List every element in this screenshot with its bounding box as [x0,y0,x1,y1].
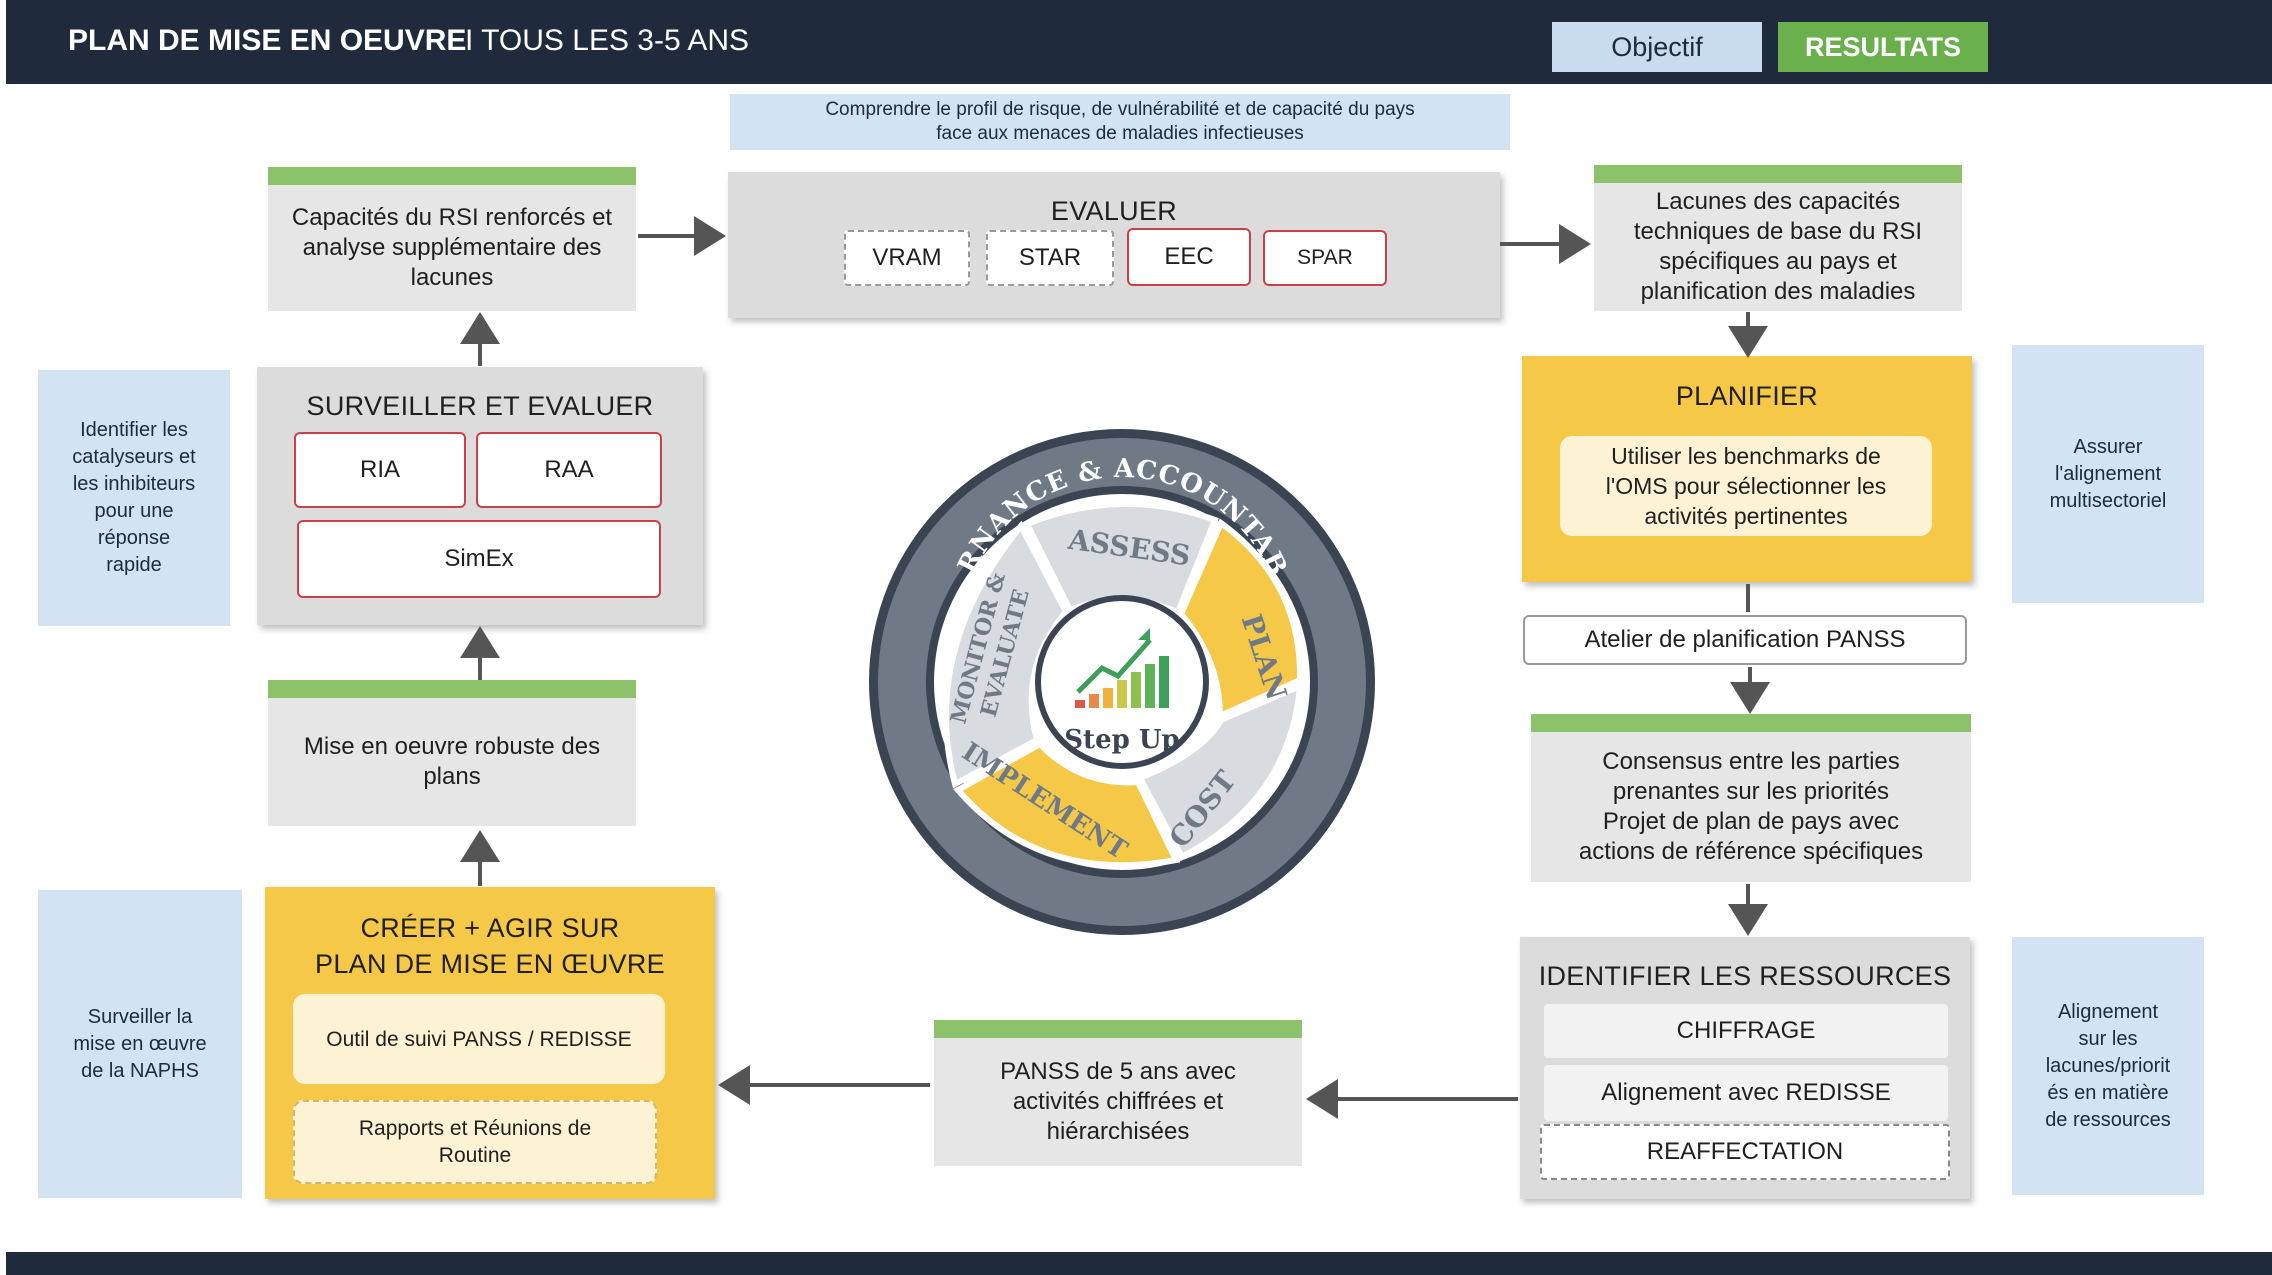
right-note-2-line-2: sur les [2078,1027,2138,1050]
creer-item-2-line-2: Routine [438,1144,512,1167]
panss-line-2: activités chiffrées et [1012,1088,1224,1115]
right-note-ressources: Alignement sur les lacunes/priorit és en… [2012,937,2204,1195]
banner-line-1: Comprendre le profil de risque, de vulné… [825,99,1415,120]
consensus-green-bar [1531,714,1971,732]
evaluer-title: EVALUER [1050,195,1178,226]
mise-en-oeuvre-green-bar [268,680,636,698]
right-note-1-line-3: multisectoriel [2049,489,2167,512]
flow-arrows [460,216,1770,1119]
capacites-box: Capacités du RSI renforcés et analyse su… [268,185,636,311]
planifier-line-3: activités pertinentes [1644,503,1848,529]
lacunes-line-3: spécifiques au pays et [1659,248,1897,275]
surveiller-title: SURVEILLER ET EVALUER [306,390,654,421]
tool-raa[interactable]: RAA [476,432,662,508]
left-note-2-line-2: mise en œuvre [73,1032,207,1055]
segment-cost [1135,681,1304,862]
consensus-line-2: prenantes sur les priorités [1612,778,1890,805]
consensus-line-1: Consensus entre les parties [1602,748,1900,775]
lacunes-box: Lacunes des capacités techniques de base… [1594,183,1962,311]
page-subtitle: I TOUS LES 3-5 ANS [465,24,750,57]
capacites-line-2: analyse supplémentaire des [302,234,602,261]
banner-line-2: face aux menaces de maladies infectieuse… [936,123,1304,144]
step-up-logo-icon [1075,628,1169,708]
right-note-1-line-1: Assurer [2073,435,2143,458]
mise-en-oeuvre-line-1: Mise en oeuvre robuste des [303,733,601,760]
panss-line-3: hiérarchisées [1046,1118,1190,1145]
resultats-button[interactable]: RESULTATS [1778,22,1988,72]
page-title: PLAN DE MISE EN OEUVRE [68,24,467,57]
left-note-1-line-6: rapide [106,554,162,576]
creer-item-rapports[interactable]: Rapports et Réunions de Routine [293,1100,657,1184]
tool-star[interactable]: STAR [986,230,1114,286]
right-note-2-line-4: és en matière [2047,1081,2169,1104]
right-note-2-line-1: Alignement [2057,1000,2159,1023]
step-up-cycle: GOVERNANCE & ACCOUNTABILITY ASSESS PLAN … [0,0,1375,935]
left-note-2-line-3: de la NAPHS [81,1059,199,1082]
right-note-2-line-3: lacunes/priorit [2045,1054,2171,1077]
capacites-line-3: lacunes [410,264,494,291]
creer-item-2-line-1: Rapports et Réunions de [358,1117,592,1140]
left-note-1-line-1: Identifier les [80,419,188,441]
tool-spar[interactable]: SPAR [1263,230,1387,286]
right-note-alignement: Assurer l'alignement multisectoriel [2012,345,2204,603]
tool-vram[interactable]: VRAM [844,230,970,286]
lacunes-line-4: planification des maladies [1640,278,1916,305]
tool-eec[interactable]: EEC [1127,228,1251,286]
planifier-benchmarks[interactable]: Utiliser les benchmarks de l'OMS pour sé… [1560,436,1932,536]
objectif-button[interactable]: Objectif [1552,22,1762,72]
left-note-surveiller: Surveiller la mise en œuvre de la NAPHS [38,890,242,1198]
segment-plan [1177,518,1304,721]
ressources-chiffrage[interactable]: CHIFFRAGE [1544,1004,1948,1058]
planifier-line-1: Utiliser les benchmarks de [1611,443,1881,469]
creer-title-line-2: PLAN DE MISE EN ŒUVRE [315,949,665,979]
left-note-1-line-2: catalyseurs et [72,446,196,468]
mise-en-oeuvre-line-2: plans [423,763,481,790]
planifier-title: PLANIFIER [1675,380,1819,411]
consensus-line-4: actions de référence spécifiques [1578,838,1924,865]
objective-banner: Comprendre le profil de risque, de vulné… [730,94,1510,150]
panss-box: PANSS de 5 ans avec activités chiffrées … [934,1038,1302,1166]
tool-simex[interactable]: SimEx [297,520,661,598]
mise-en-oeuvre-box: Mise en oeuvre robuste des plans [268,698,636,826]
panss-green-bar [934,1020,1302,1038]
creer-title: CRÉER + AGIR SUR PLAN DE MISE EN ŒUVRE [265,908,715,984]
right-note-1-line-2: l'alignement [2054,462,2162,485]
left-note-catalyseurs: Identifier les catalyseurs et les inhibi… [38,370,230,626]
lacunes-green-bar [1594,165,1962,183]
right-note-2-line-5: de ressources [2045,1108,2171,1131]
left-note-1-line-4: pour une [94,500,174,522]
footer-bar [6,1252,2272,1275]
capacites-green-bar [268,167,636,185]
left-note-1-line-5: réponse [97,527,171,549]
lacunes-line-1: Lacunes des capacités [1655,188,1901,215]
ressources-alignement-redisse[interactable]: Alignement avec REDISSE [1544,1065,1948,1121]
step-up-logo-text: Step Up [1064,725,1179,755]
creer-item-outil[interactable]: Outil de suivi PANSS / REDISSE [293,994,665,1084]
ressources-title: IDENTIFIER LES RESSOURCES [1538,960,1952,991]
segment-monitor [943,520,1070,789]
capacites-line-1: Capacités du RSI renforcés et [291,204,613,231]
consensus-line-3: Projet de plan de pays avec [1602,808,1900,835]
tool-ria[interactable]: RIA [294,432,466,508]
ressources-reaffectation[interactable]: REAFFECTATION [1540,1124,1950,1180]
left-note-1-line-3: les inhibiteurs [72,473,196,495]
left-note-2-line-1: Surveiller la [87,1005,193,1028]
creer-title-line-1: CRÉER + AGIR SUR [360,913,620,943]
atelier-planification[interactable]: Atelier de planification PANSS [1523,615,1967,665]
segment-implement [953,740,1181,869]
planifier-line-2: l'OMS pour sélectionner les [1605,473,1887,499]
lacunes-line-2: techniques de base du RSI [1633,218,1923,245]
consensus-box: Consensus entre les parties prenantes su… [1531,732,1971,882]
panss-line-1: PANSS de 5 ans avec [1000,1058,1236,1085]
